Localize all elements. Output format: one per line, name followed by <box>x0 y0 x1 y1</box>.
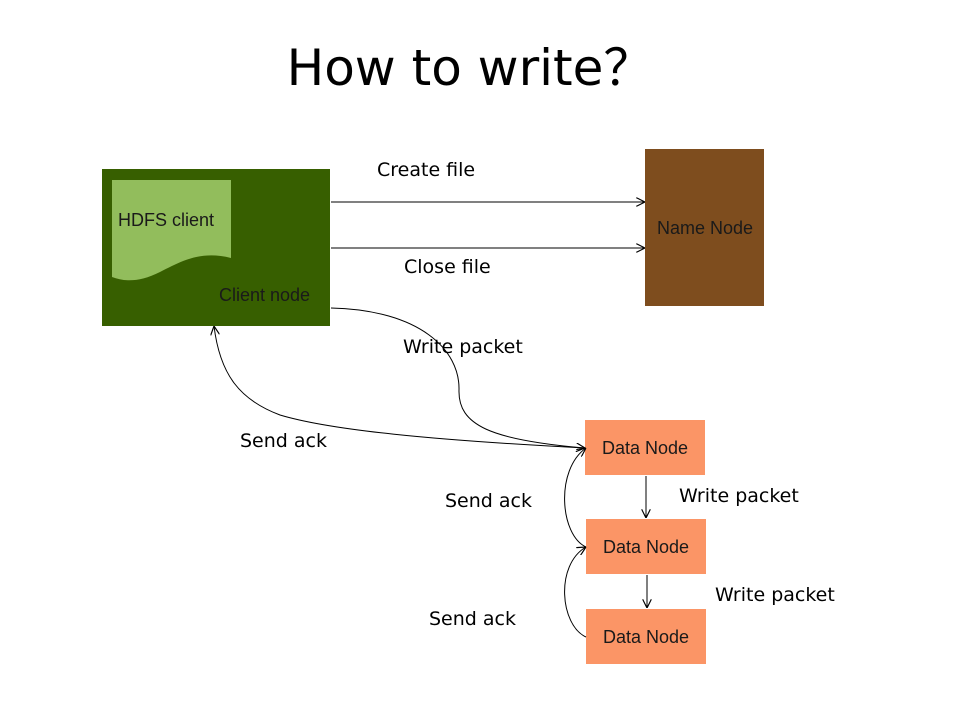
client-node-label: Client node <box>219 285 310 305</box>
create-file-label: Create file <box>377 159 475 181</box>
data-node-2: Data Node <box>586 519 706 574</box>
data-node-box <box>586 519 706 574</box>
data-node-3: Data Node <box>586 609 706 664</box>
write-packet-label-3: Write packet <box>715 584 835 606</box>
send-ack-label-2: Send ack <box>445 490 532 512</box>
data-node-label: Data Node <box>602 438 688 458</box>
send-ack-arrow-2 <box>564 448 586 548</box>
send-ack-arrow-1 <box>214 326 586 449</box>
hdfs-client-label: HDFS client <box>118 210 214 230</box>
send-ack-label-3: Send ack <box>429 608 516 630</box>
write-packet-label-2: Write packet <box>679 485 799 507</box>
write-packet-label-1: Write packet <box>403 336 523 358</box>
data-node-1: Data Node <box>585 420 705 475</box>
name-node-box <box>645 149 764 306</box>
client-node: HDFS client Client node <box>102 169 330 326</box>
data-node-box <box>585 420 705 475</box>
hdfs-client-document <box>112 180 231 281</box>
slide-title: How to write？ <box>286 39 654 97</box>
name-node: Name Node <box>645 149 764 306</box>
send-ack-arrow-3 <box>564 547 586 638</box>
close-file-label: Close file <box>404 256 491 278</box>
data-node-label: Data Node <box>603 627 689 647</box>
data-node-label: Data Node <box>603 537 689 557</box>
write-packet-arrow-1 <box>330 307 585 448</box>
data-node-box <box>586 609 706 664</box>
name-node-label: Name Node <box>657 218 753 238</box>
send-ack-label-1: Send ack <box>240 430 327 452</box>
